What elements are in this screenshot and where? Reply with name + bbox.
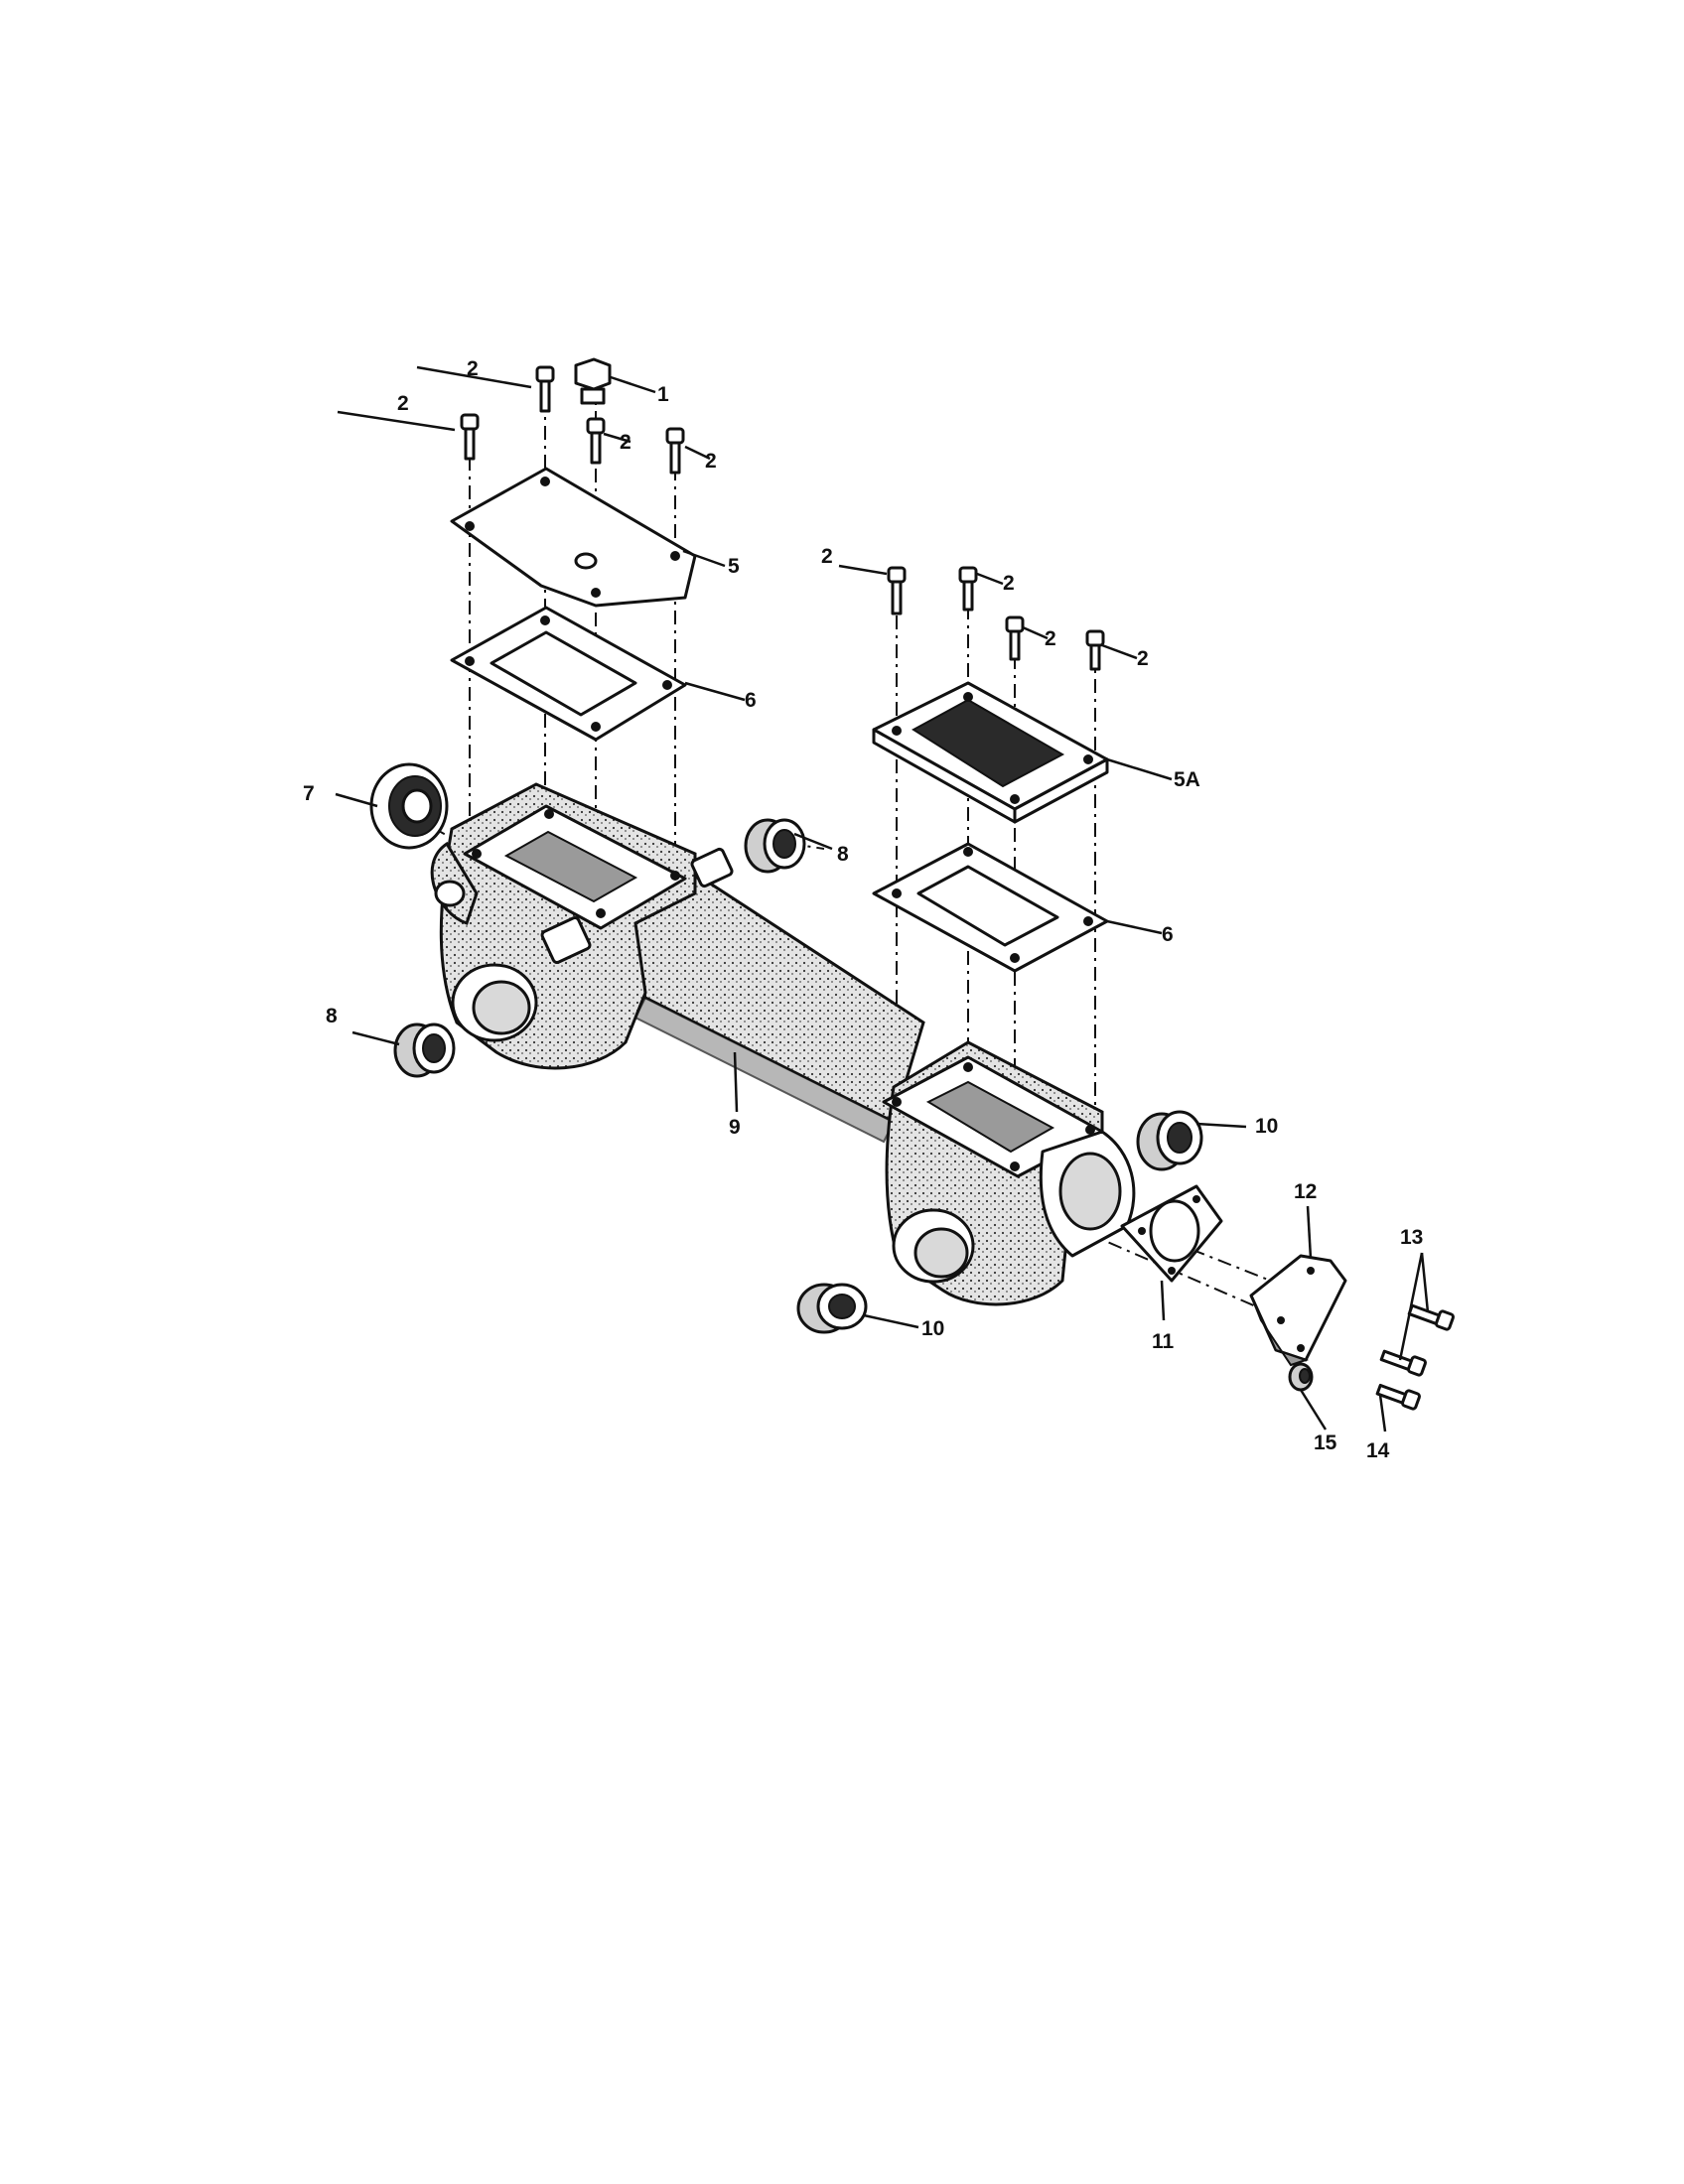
callout-6: 6 — [745, 689, 757, 712]
bolt-2e — [887, 566, 907, 615]
bolt-2h — [1085, 629, 1105, 671]
callout-8: 8 — [837, 843, 849, 866]
bolt-2a — [460, 413, 480, 461]
callout-2: 2 — [620, 431, 632, 454]
callout-7: 7 — [303, 782, 315, 805]
callout-15: 15 — [1314, 1432, 1337, 1454]
bolt-14 — [1375, 1383, 1421, 1411]
callout-2: 2 — [397, 392, 409, 415]
bolt-13-upper — [1407, 1303, 1455, 1331]
callout-6: 6 — [1162, 923, 1174, 946]
axle-housing-9 — [430, 782, 1136, 1306]
bolt-13-lower — [1379, 1349, 1427, 1377]
bolt-group-right — [887, 566, 1105, 671]
callout-9: 9 — [729, 1116, 741, 1139]
cover-5a — [872, 681, 1109, 824]
callout-11: 11 — [1152, 1330, 1175, 1353]
callout-1: 1 — [657, 383, 669, 406]
callout-2: 2 — [1003, 572, 1015, 595]
bolt-2g — [1005, 615, 1025, 661]
callout-5: 5 — [728, 555, 740, 578]
cover-12 — [1249, 1254, 1347, 1367]
bolt-2f — [958, 566, 978, 612]
callout-labels: 1 2 2 2 2 2 2 2 2 5 5A 6 6 7 8 8 9 10 10… — [303, 357, 1423, 1462]
seal-7 — [369, 762, 449, 850]
gasket-6-right — [872, 842, 1109, 973]
gasket-11 — [1120, 1184, 1223, 1283]
bolt-group-left — [460, 357, 685, 475]
plug-1 — [574, 357, 612, 405]
callout-5a: 5A — [1174, 768, 1200, 791]
bearing-cup-8-upper — [744, 818, 806, 874]
bolt-2b — [535, 365, 555, 413]
callout-2: 2 — [705, 450, 717, 473]
callout-12: 12 — [1294, 1180, 1317, 1203]
callout-10: 10 — [921, 1317, 944, 1340]
bolt-2c — [586, 417, 606, 465]
bearing-cup-10-lower — [796, 1283, 868, 1334]
callout-10: 10 — [1255, 1115, 1278, 1138]
bearing-cup-8-lower — [393, 1023, 456, 1078]
bearing-cup-10-upper — [1136, 1110, 1203, 1171]
callout-2: 2 — [1045, 627, 1056, 650]
washer-15 — [1288, 1362, 1314, 1392]
callout-2: 2 — [1137, 647, 1149, 670]
gasket-6-left — [450, 606, 687, 742]
cover-plate-5 — [450, 467, 697, 608]
callout-13: 13 — [1400, 1226, 1423, 1249]
bolt-2d — [665, 427, 685, 475]
callout-2: 2 — [467, 357, 479, 380]
leader-lines — [335, 365, 1430, 1433]
callout-14: 14 — [1366, 1439, 1390, 1462]
callout-2: 2 — [821, 545, 833, 568]
callout-8: 8 — [326, 1005, 338, 1027]
